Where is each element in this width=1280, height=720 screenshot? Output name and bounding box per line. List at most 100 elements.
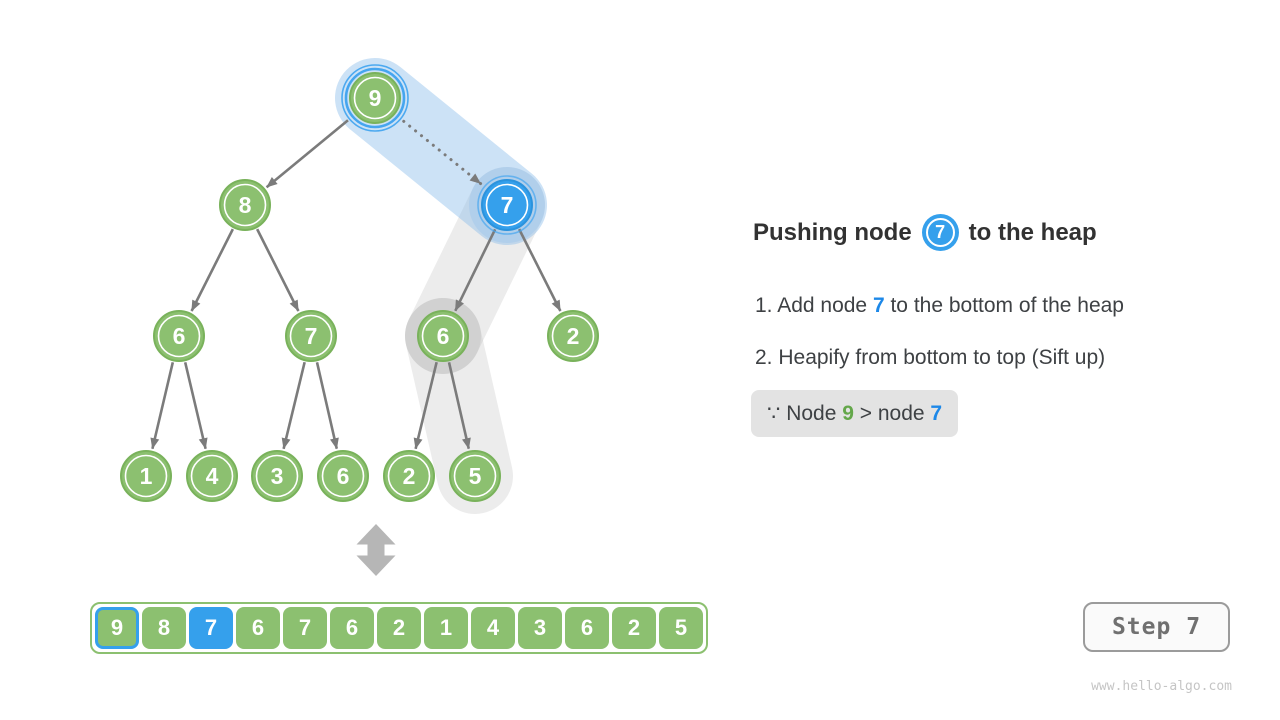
note-green-value: 9 [842, 402, 854, 425]
array-cell-5: 6 [330, 607, 374, 649]
tree-edge-arrow [190, 228, 235, 312]
node-white-ring [223, 183, 267, 227]
panel-title-suffix: to the heap [968, 218, 1097, 246]
tree-node-5: 5 [449, 450, 501, 502]
node-circle [383, 450, 435, 502]
tree-node-9: 9 [341, 64, 409, 132]
tree-node-6: 6 [417, 310, 469, 362]
node-circle [186, 450, 238, 502]
node-white-ring [387, 454, 431, 498]
instruction-step-2: 2. Heapify from bottom to top (Sift up) [755, 346, 1105, 370]
step-counter-button[interactable]: Step 7 [1083, 602, 1230, 652]
node-value: 6 [337, 463, 350, 489]
node-value: 7 [305, 323, 318, 349]
tree-node-4: 4 [186, 450, 238, 502]
node-circle [417, 310, 469, 362]
panel-title: Pushing node 7 to the heap [753, 209, 1097, 256]
node-white-ring [321, 454, 365, 498]
heap-tree-diagram: 9 8 7 6 7 6 2 1 4 3 6 2 5 [120, 58, 599, 576]
node-circle [219, 179, 271, 231]
instruction-step-1: 1. Add node 7 to the bottom of the heap [755, 294, 1124, 318]
node-value: 5 [469, 463, 482, 489]
tree-edge-arrow [255, 228, 300, 312]
outer-blue-ring [341, 64, 409, 132]
tree-node-8: 8 [219, 179, 271, 231]
tree-node-3: 3 [251, 450, 303, 502]
step1-highlighted-value: 7 [872, 294, 885, 317]
node-value: 6 [437, 323, 450, 349]
array-cell-7: 1 [424, 607, 468, 649]
tree-edge-arrow [315, 362, 339, 450]
watermark: www.hello-algo.com [1091, 679, 1232, 694]
node-white-ring [255, 454, 299, 498]
step2-text: 2. Heapify from bottom to top (Sift up) [755, 346, 1106, 369]
node-value: 2 [403, 463, 416, 489]
note-because-text: ∵ Node [767, 402, 843, 425]
note-mid-text: > node [853, 402, 931, 425]
tree-edge-arrow [517, 228, 562, 312]
array-cell-12: 5 [659, 607, 703, 649]
tree-edge-arrow [454, 228, 497, 312]
array-cell-6: 2 [377, 607, 421, 649]
node-white-ring [421, 314, 465, 358]
tree-node-2: 2 [383, 450, 435, 502]
node-value: 1 [140, 463, 153, 489]
array-cell-1: 8 [142, 607, 186, 649]
step1-text: 1. Add node [755, 294, 873, 317]
node-white-ring [353, 76, 397, 120]
tree-edge-arrow [281, 361, 306, 450]
node-badge: 7 [921, 214, 959, 251]
array-cell-8: 4 [471, 607, 515, 649]
node-white-ring [190, 454, 234, 498]
tree-node-6: 6 [153, 310, 205, 362]
node-white-ring [453, 454, 497, 498]
array-cell-11: 2 [612, 607, 656, 649]
array-cell-0: 9 [95, 607, 139, 649]
node-circle [251, 450, 303, 502]
tree-array-equivalence-arrow-icon [356, 524, 396, 576]
node-white-ring [289, 314, 333, 358]
node-circle [317, 450, 369, 502]
node-value: 2 [567, 323, 580, 349]
tree-edge-arrow [265, 119, 349, 189]
tree-edge-arrow [150, 361, 175, 450]
note-blue-value: 7 [930, 402, 943, 425]
dotted-swap-arrow [402, 119, 483, 186]
node-circle [481, 179, 533, 231]
tree-node-7: 7 [477, 175, 537, 235]
node-value: 4 [206, 463, 219, 489]
tree-edge-arrow [413, 361, 438, 450]
node-value: 7 [501, 192, 514, 218]
inner-blue-ring [344, 67, 406, 129]
node-value: 9 [369, 85, 382, 111]
comparison-note: ∵ Node 9 > node 7 [751, 390, 959, 437]
node-white-ring [157, 314, 201, 358]
array-cell-9: 3 [518, 607, 562, 649]
node-circle [120, 450, 172, 502]
array-cell-2: 7 [189, 607, 233, 649]
tree-edge-arrow [447, 362, 471, 450]
node-circle [449, 450, 501, 502]
panel-title-prefix: Pushing node [753, 218, 912, 246]
node-value: 6 [173, 323, 186, 349]
node-circle [153, 310, 205, 362]
node-circle [547, 310, 599, 362]
node-white-ring [124, 454, 168, 498]
step1-text-post: to the bottom of the heap [884, 294, 1124, 317]
tree-node-2: 2 [547, 310, 599, 362]
tree-node-1: 1 [120, 450, 172, 502]
array-cell-10: 6 [565, 607, 609, 649]
node-badge-value: 7 [925, 218, 955, 247]
node-circle [285, 310, 337, 362]
tree-edge-arrow [183, 361, 208, 450]
array-cell-3: 6 [236, 607, 280, 649]
tree-edges [150, 119, 562, 450]
tree-node-6: 6 [317, 450, 369, 502]
array-cell-4: 7 [283, 607, 327, 649]
tree-node-7: 7 [285, 310, 337, 362]
node-white-ring [485, 183, 529, 227]
sift-path-highlights [335, 58, 547, 514]
node-value: 8 [239, 192, 252, 218]
